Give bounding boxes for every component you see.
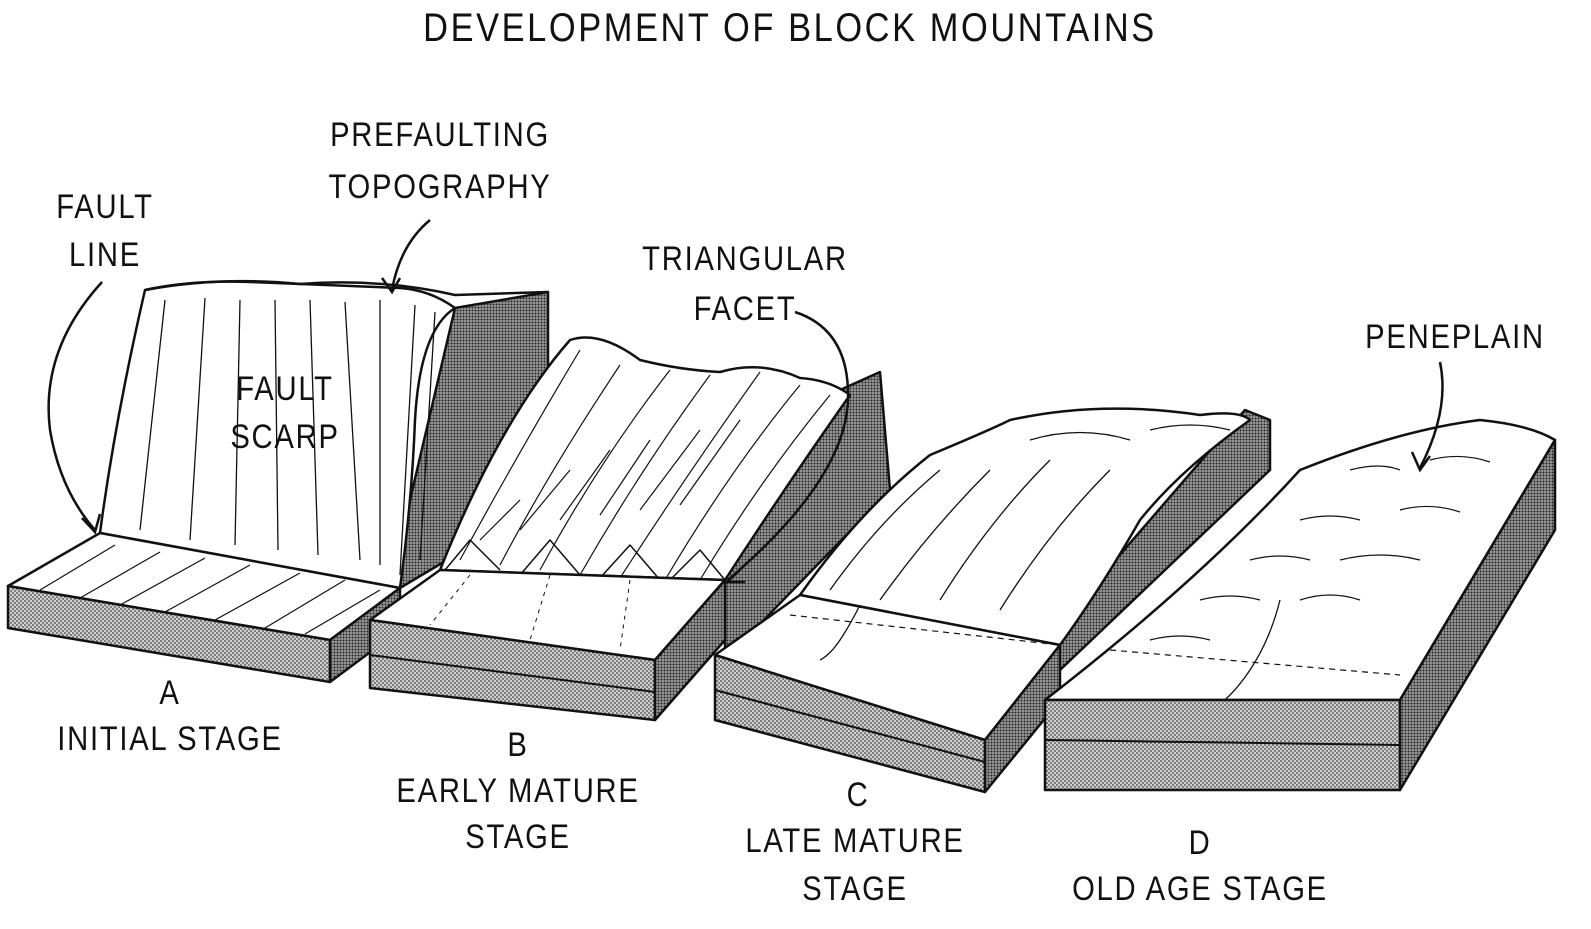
fault-scarp-label-line2: SCARP (230, 418, 340, 456)
stage-d-name: OLD AGE STAGE (1072, 870, 1328, 908)
page-title: DEVELOPMENT OF BLOCK MOUNTAINS (423, 6, 1157, 50)
fault-line-label-line2: LINE (69, 236, 141, 274)
stage-a-name: INITIAL STAGE (57, 720, 283, 758)
stage-b-name-line1: EARLY MATURE (396, 772, 640, 810)
prefaulting-label-line2: TOPOGRAPHY (328, 168, 552, 206)
stage-d-letter: D (1188, 824, 1212, 862)
stage-b-name-line2: STAGE (465, 818, 571, 856)
triangular-facet-label-line1: TRIANGULAR (642, 240, 848, 278)
block-c (713, 407, 1272, 794)
triangular-facet-label-line2: FACET (693, 290, 797, 328)
stage-c-name-line2: STAGE (802, 870, 908, 908)
prefaulting-label-line1: PREFAULTING (330, 116, 550, 154)
stage-b-letter: B (507, 726, 529, 764)
peneplain-label: PENEPLAIN (1365, 318, 1545, 356)
annotation-arrows (47, 219, 1444, 584)
stage-c-letter: C (846, 776, 870, 814)
fault-scarp-label-line1: FAULT (236, 370, 334, 408)
stage-a-letter: A (159, 674, 181, 712)
stage-c-name-line1: LATE MATURE (745, 822, 965, 860)
fault-line-label-line1: FAULT (56, 188, 154, 226)
block-d (1043, 418, 1557, 792)
block-b (368, 336, 892, 722)
